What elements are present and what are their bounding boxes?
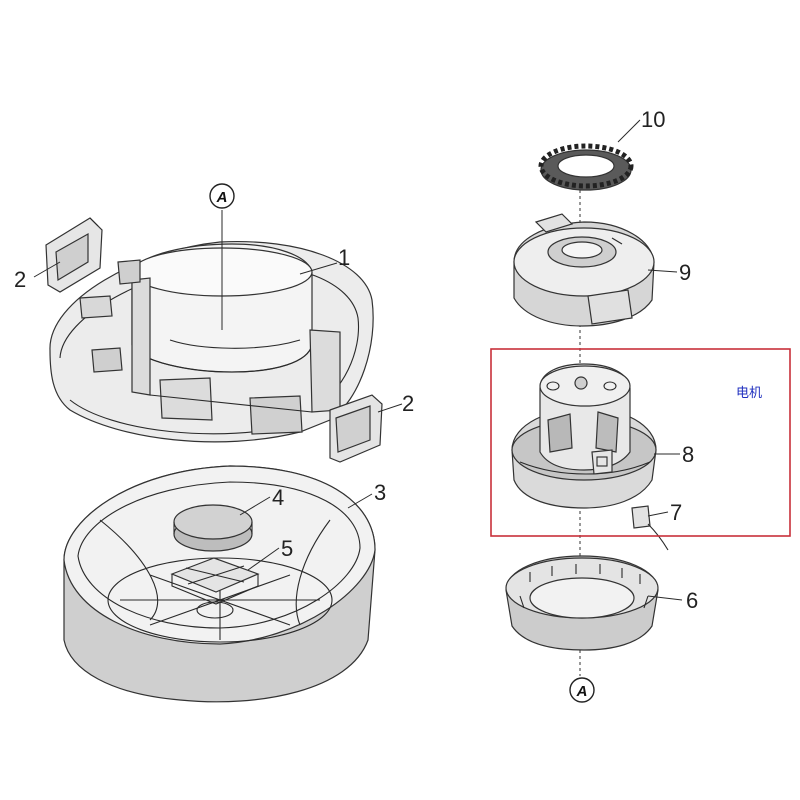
svg-text:A: A <box>576 683 588 700</box>
part-2-clip-left <box>45 217 103 293</box>
callout-5: 5 <box>281 536 293 561</box>
marker-a-top: A <box>209 183 235 209</box>
svg-text:A: A <box>216 189 228 206</box>
part-6-motor-base <box>505 555 659 651</box>
part-10-ring-gasket <box>538 143 634 191</box>
callout-1: 1 <box>338 245 350 270</box>
callout-2-left: 2 <box>14 267 26 292</box>
part-8-motor <box>511 363 657 509</box>
callout-3: 3 <box>374 480 386 505</box>
part-2-clip-right <box>329 394 383 463</box>
part-4-filter-pad <box>173 504 253 552</box>
motor-note-label: 电机 <box>736 386 762 401</box>
part-1-top-frame <box>49 240 374 443</box>
callout-10: 10 <box>641 107 665 132</box>
marker-a-bottom: A <box>569 677 595 703</box>
part-7-connector <box>631 505 669 551</box>
part-9-motor-cover <box>513 213 655 327</box>
callout-7: 7 <box>670 500 682 525</box>
callout-2-right: 2 <box>402 391 414 416</box>
callout-4: 4 <box>272 485 284 510</box>
callout-8: 8 <box>682 442 694 467</box>
part-5-cross-support <box>170 557 260 605</box>
leader-lines <box>33 119 683 601</box>
callout-6: 6 <box>686 588 698 613</box>
motor-highlight-box <box>490 348 791 537</box>
callout-9: 9 <box>679 260 691 285</box>
